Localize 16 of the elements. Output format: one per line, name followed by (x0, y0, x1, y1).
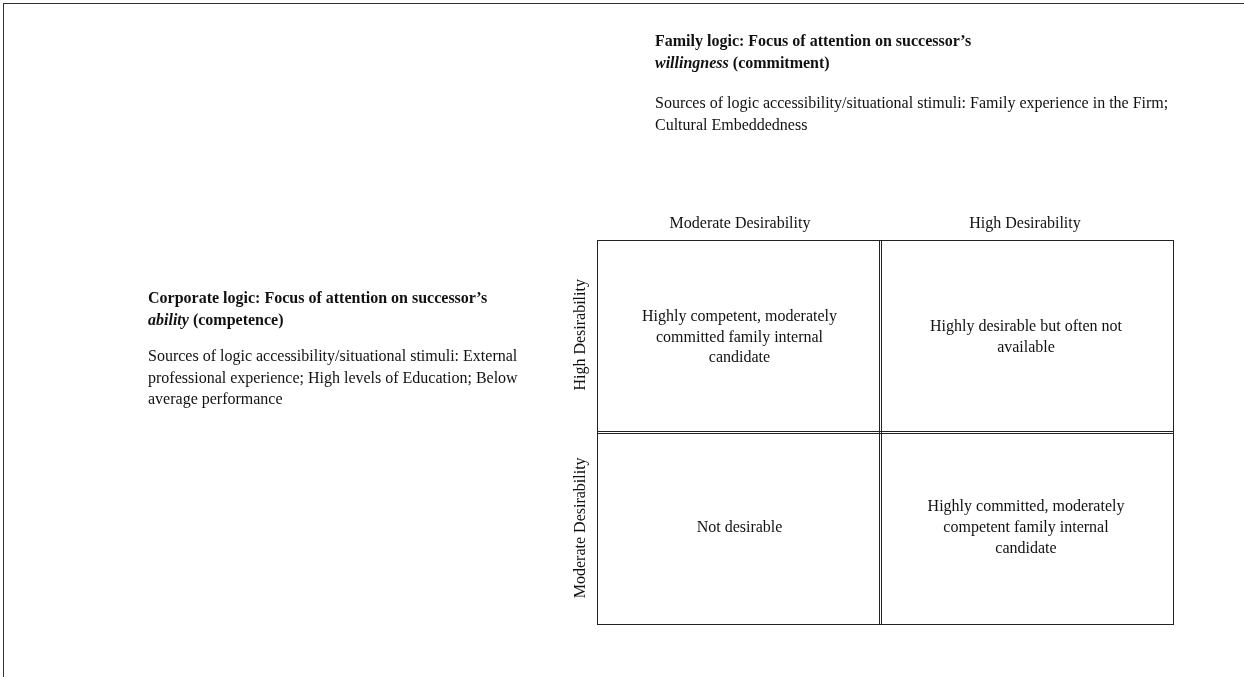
column-header: High Desirability (968, 213, 1082, 234)
description: Sources of logic accessibility/situational stimuli: External professional experience; High levels of Education; Below average performance (148, 346, 519, 410)
column-header: Moderate Desirability (668, 213, 812, 234)
row-header: High Desirability (570, 278, 590, 393)
heading: Family logic: Focus of attention on successor’s willingness (commitment) (655, 31, 973, 74)
heading: Corporate logic: Focus of attention on successor’s ability (competence) (148, 288, 488, 331)
matrix-cell (597, 240, 882, 434)
description: Sources of logic accessibility/situational stimuli: Family experience in the Firm; Cultural Embeddedness (655, 93, 1170, 135)
matrix-cell (878, 430, 1174, 625)
row-header: Moderate Desirability (570, 456, 590, 601)
cell-text: Not desirable (696, 517, 783, 538)
matrix-cell (878, 240, 1174, 434)
matrix-cell (597, 430, 882, 625)
cell-text: Highly committed, moderately competent family internal candidate (926, 496, 1126, 558)
cell-text: Highly desirable but often not available (929, 316, 1123, 357)
cell-text: Highly competent, moderately committed family internal candidate (640, 305, 839, 368)
